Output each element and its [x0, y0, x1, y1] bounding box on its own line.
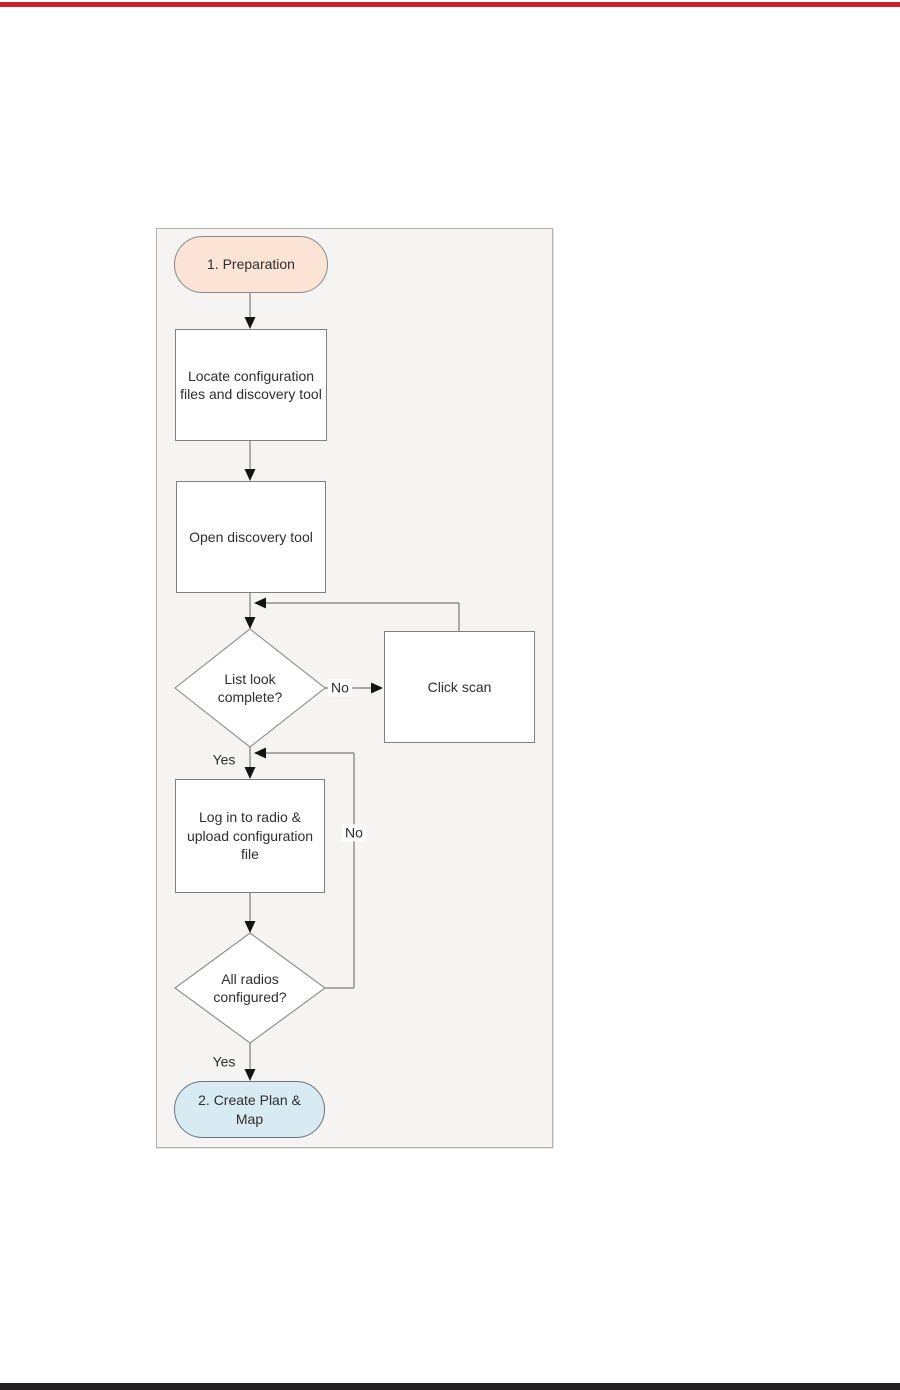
end-node-label: 2. Create Plan & Map [198, 1092, 301, 1127]
edge-label-no-loop: No [342, 824, 366, 842]
arrowhead-left-scan [254, 597, 266, 609]
list-complete-decision: List look complete? [195, 659, 305, 717]
flowchart-canvas: 1. Preparation Locate configuration file… [156, 228, 553, 1148]
all-configured-decision: All radios configured? [195, 959, 305, 1017]
arrowhead-left-loop [254, 747, 266, 759]
arrowhead-down-2 [244, 469, 256, 481]
edge-label-yes-done: Yes [212, 1053, 236, 1070]
list-complete-label: List look complete? [217, 670, 283, 705]
bottom-rule [0, 1383, 900, 1390]
locate-files-label: Locate configuration files and discovery… [180, 367, 322, 402]
top-rule [0, 2, 900, 7]
arrowhead-down-4 [244, 767, 256, 779]
decision-diamond-list-complete [174, 628, 326, 748]
arrowhead-down-1 [244, 317, 256, 329]
connector-scan-feedback [261, 602, 460, 631]
locate-files-node: Locate configuration files and discovery… [175, 329, 327, 441]
connector-configured-no-loop [261, 752, 355, 989]
arrowhead-right-no [371, 682, 383, 694]
end-node: 2. Create Plan & Map [174, 1081, 325, 1138]
click-scan-node: Click scan [384, 631, 535, 743]
click-scan-label: Click scan [427, 678, 492, 695]
edge-label-yes-login: Yes [212, 751, 236, 768]
login-upload-label: Log in to radio & upload configuration f… [186, 809, 314, 863]
arrowhead-down-3 [244, 617, 256, 629]
arrowhead-down-5 [244, 921, 256, 933]
open-tool-node: Open discovery tool [176, 481, 326, 593]
login-upload-node: Log in to radio & upload configuration f… [175, 779, 325, 893]
open-tool-label: Open discovery tool [189, 528, 313, 545]
edge-label-no-scan: No [328, 679, 352, 697]
all-configured-label: All radios configured? [213, 970, 287, 1005]
decision-diamond-all-configured [174, 932, 326, 1044]
arrowhead-down-6 [244, 1069, 256, 1081]
flow-connectors-svg [174, 293, 460, 1081]
start-node: 1. Preparation [174, 236, 328, 293]
start-node-label: 1. Preparation [207, 256, 295, 273]
